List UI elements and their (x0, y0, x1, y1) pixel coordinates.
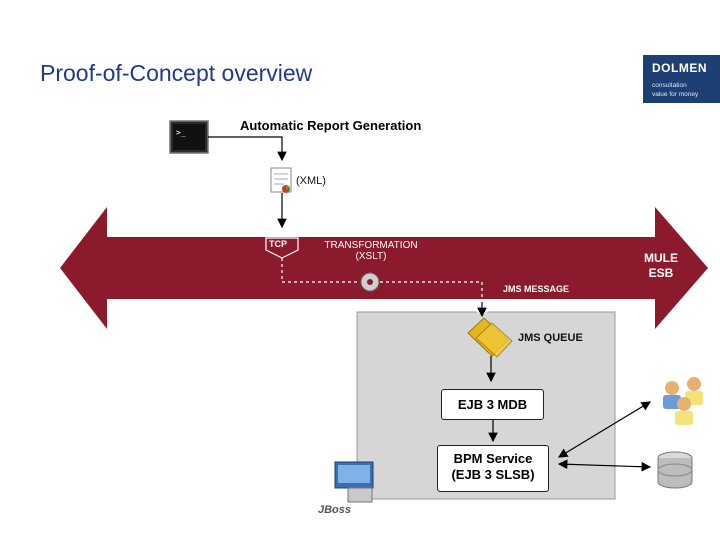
bpm-service-box: BPM Service (EJB 3 SLSB) (437, 445, 549, 492)
bpm-service-line-2: (EJB 3 SLSB) (451, 467, 535, 482)
arrow-terminal-to-xml (208, 136, 287, 162)
jms-queue-icon (467, 317, 513, 358)
transformation-line-2: (XSLT) (355, 251, 387, 262)
tcp-badge (265, 237, 299, 259)
esb-label: ESB (648, 266, 674, 280)
mule-esb-bus (60, 207, 708, 329)
slide-title: Proof-of-Concept overview (40, 60, 313, 86)
arrow-bpm-to-database (557, 459, 652, 472)
ejb-mdb-box: EJB 3 MDB (441, 389, 544, 420)
jms-queue-label: JMS QUEUE (518, 332, 583, 344)
arrow-bpm-to-users (557, 401, 652, 458)
logo-tagline-line-2: value for money (652, 91, 699, 98)
terminal-icon: >_ (169, 120, 209, 154)
automatic-report-label: Automatic Report Generation (240, 118, 422, 133)
jms-route (380, 281, 483, 298)
jms-message-envelope (466, 299, 498, 315)
logo-name: DOLMEN (652, 61, 707, 75)
mule-esb-label: MULE ESB (636, 251, 686, 281)
logo-tagline-line-1: consultation (652, 82, 687, 89)
bpm-service-line-1: BPM Service (453, 451, 533, 466)
tcp-label: TCP (269, 239, 287, 249)
server-icon (334, 461, 374, 503)
users-icon (663, 377, 703, 425)
database-icon (657, 451, 693, 489)
dolmen-logo: DOLMEN consultation value for money (643, 55, 720, 103)
gear-icon (360, 272, 380, 292)
transformation-label: TRANSFORMATION (XSLT) (318, 240, 424, 262)
transformation-line-1: TRANSFORMATION (324, 240, 418, 251)
xml-label: (XML) (296, 175, 326, 187)
tcp-route (281, 258, 360, 283)
jms-message-label: JMS MESSAGE (503, 284, 570, 294)
jboss-logo-label: JBoss (318, 504, 352, 516)
mule-label: MULE (644, 251, 678, 265)
xml-document-icon (270, 167, 292, 193)
logo-tagline: consultation value for money (652, 81, 698, 99)
svg-text:>_: >_ (176, 128, 186, 137)
